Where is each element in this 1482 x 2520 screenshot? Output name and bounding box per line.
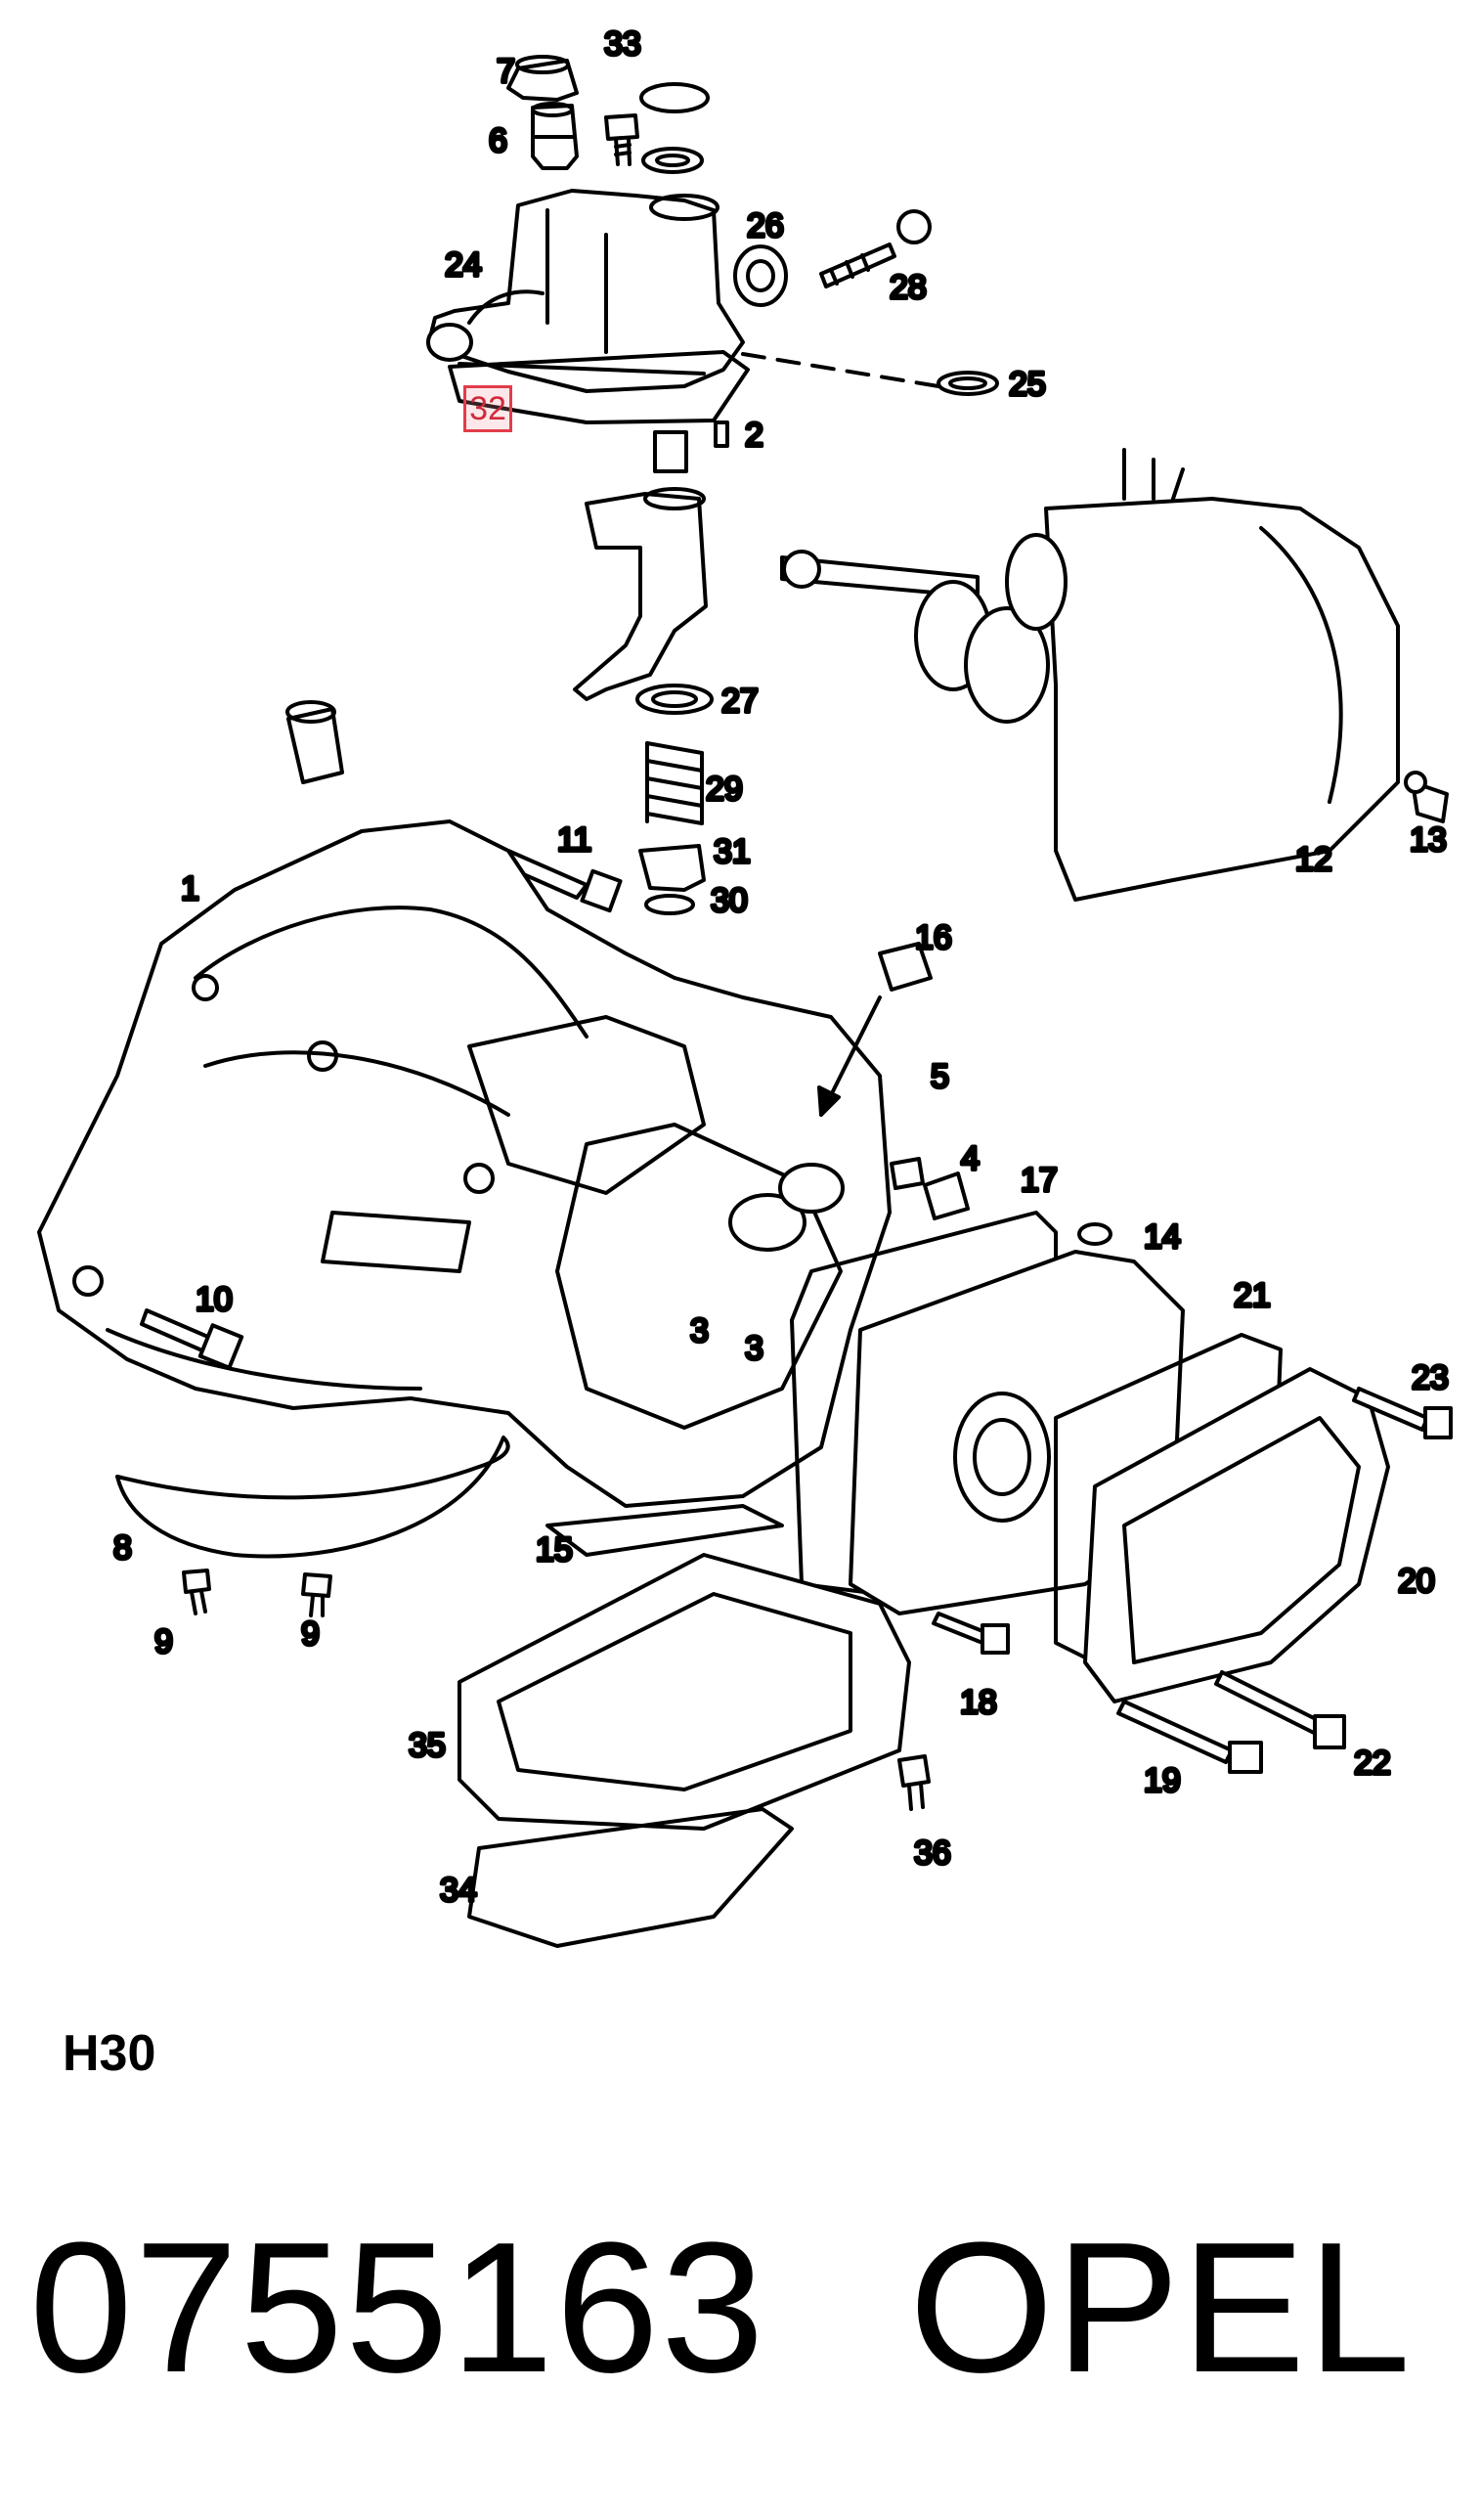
- callout-19: 19: [1144, 1762, 1181, 1799]
- callout-9a: 9: [154, 1623, 173, 1660]
- leader-line: [741, 352, 940, 388]
- callout-17: 17: [1021, 1162, 1058, 1199]
- callout-22: 22: [1354, 1745, 1391, 1782]
- callout-24: 24: [445, 246, 482, 284]
- callout-5: 5: [931, 1058, 949, 1095]
- bolt-part-18: [932, 1612, 989, 1645]
- callout-23: 23: [1412, 1359, 1449, 1396]
- callout-11: 11: [557, 821, 591, 859]
- cap-part: [506, 55, 579, 102]
- selector-finger-part: [573, 487, 708, 701]
- oil-pan-part: [458, 1553, 911, 1831]
- callout-1: 1: [181, 870, 199, 907]
- callout-8: 8: [113, 1529, 132, 1567]
- o-ring-part: [937, 371, 999, 396]
- callout-18: 18: [960, 1684, 997, 1721]
- callout-31: 31: [714, 833, 751, 870]
- transmission-model-label: H30: [63, 2025, 156, 2082]
- gear-assembly-part: [780, 448, 1400, 902]
- callout-2: 2: [745, 417, 763, 454]
- plug-part: [531, 102, 579, 170]
- plug-part-4: [923, 1172, 970, 1220]
- bolt-part-19: [1116, 1700, 1234, 1764]
- bolt-part-22: [1214, 1670, 1322, 1735]
- part-number: 0755163: [29, 2204, 766, 2411]
- selector-housing-part: [426, 189, 745, 393]
- sleeve-part: [653, 430, 688, 473]
- shaft-part: [819, 209, 932, 288]
- bush-part: [285, 700, 344, 784]
- callout-33: 33: [604, 25, 641, 63]
- callout-36: 36: [914, 1835, 951, 1872]
- callout-28: 28: [890, 269, 927, 306]
- highlighted-callout-32[interactable]: 32: [469, 390, 506, 427]
- bolt-part-33: [604, 113, 639, 166]
- callout-35: 35: [409, 1727, 446, 1764]
- dowel-pin-part: [878, 942, 933, 992]
- callout-4: 4: [961, 1140, 980, 1177]
- seal-ring-part: [641, 147, 704, 174]
- callout-30: 30: [711, 882, 748, 919]
- callout-13: 13: [1410, 821, 1447, 859]
- callout-3b: 3: [745, 1330, 763, 1367]
- callout-14: 14: [1144, 1218, 1181, 1256]
- callout-27: 27: [721, 683, 759, 720]
- end-cover-part: [1083, 1367, 1390, 1703]
- gasket-part-15: [545, 1504, 784, 1557]
- callout-12: 12: [1295, 841, 1332, 878]
- oil-seal-part: [733, 244, 788, 307]
- callout-15: 15: [536, 1531, 573, 1569]
- callout-10: 10: [196, 1281, 233, 1318]
- callout-3a: 3: [690, 1312, 709, 1349]
- washer-part: [639, 82, 710, 113]
- spring-part: [645, 741, 704, 825]
- washer-part-27: [635, 684, 714, 715]
- callout-16: 16: [915, 919, 952, 956]
- callout-34: 34: [440, 1872, 477, 1909]
- transmission-case-part: [37, 819, 892, 1508]
- shield-part: [115, 1436, 510, 1559]
- callout-29: 29: [706, 771, 743, 808]
- callout-25: 25: [1009, 366, 1046, 403]
- callout-7: 7: [497, 53, 515, 90]
- pin-part: [714, 420, 729, 448]
- gasket-part-34: [467, 1807, 794, 1948]
- highlighted-callout-box: [463, 385, 512, 432]
- callout-20: 20: [1398, 1563, 1435, 1600]
- callout-6: 6: [489, 122, 507, 159]
- bolt-part-36: [897, 1754, 931, 1788]
- bolt-part-10: [140, 1308, 244, 1370]
- callout-26: 26: [747, 207, 784, 244]
- callout-9b: 9: [301, 1615, 320, 1653]
- spring-cup-part: [638, 844, 706, 892]
- callout-21: 21: [1234, 1277, 1271, 1314]
- bolt-part-9a: [182, 1569, 211, 1615]
- bolt-part-9b: [301, 1572, 332, 1617]
- brand-name: OPEL: [909, 2204, 1413, 2411]
- washer-part-30: [644, 894, 695, 915]
- pin-part-5: [890, 1157, 925, 1190]
- bolt-part-23: [1352, 1387, 1429, 1432]
- housing-gasket-part: [448, 350, 750, 424]
